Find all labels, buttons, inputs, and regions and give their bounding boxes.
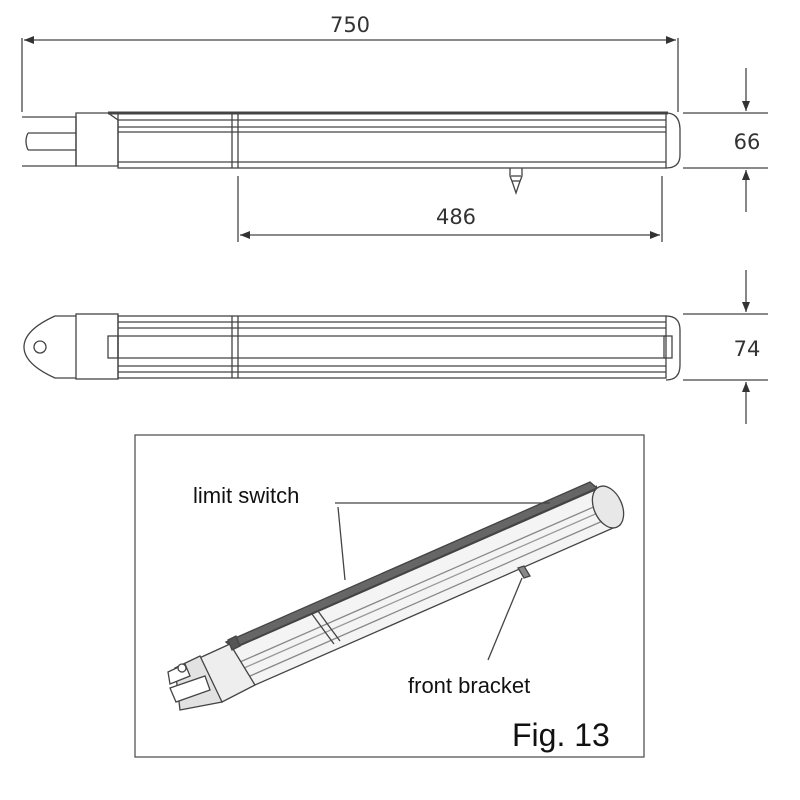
rear-eye: [23, 315, 76, 379]
opener-isometric: [167, 481, 625, 711]
figure-caption: Fig. 13: [512, 717, 610, 753]
leader-front-bracket: [487, 577, 523, 661]
top-view: [23, 270, 768, 424]
leader-limit-switch-down: [337, 506, 346, 581]
bracket-pin: [509, 168, 523, 196]
dim-label-74: 74: [734, 337, 761, 361]
front-cap-top: [665, 315, 681, 381]
label-limit-switch: limit switch: [193, 483, 299, 508]
figure-13: limit switch front bracket Fig. 13: [134, 434, 645, 758]
label-front-bracket: front bracket: [408, 673, 530, 698]
dim-label-750: 750: [330, 13, 370, 37]
rear-clevis: [22, 116, 77, 167]
front-cap: [665, 112, 681, 169]
dim-label-486: 486: [436, 205, 476, 229]
dim-label-66: 66: [734, 130, 761, 154]
front-bracket-pin: [517, 565, 531, 579]
tube-body-top: [117, 315, 667, 379]
rear-cap: [75, 112, 119, 167]
rear-cap-top: [75, 313, 119, 380]
tube-body: [117, 112, 667, 169]
figure-frame: [134, 434, 645, 758]
side-view: [21, 36, 768, 242]
leader-lines: [335, 502, 550, 661]
